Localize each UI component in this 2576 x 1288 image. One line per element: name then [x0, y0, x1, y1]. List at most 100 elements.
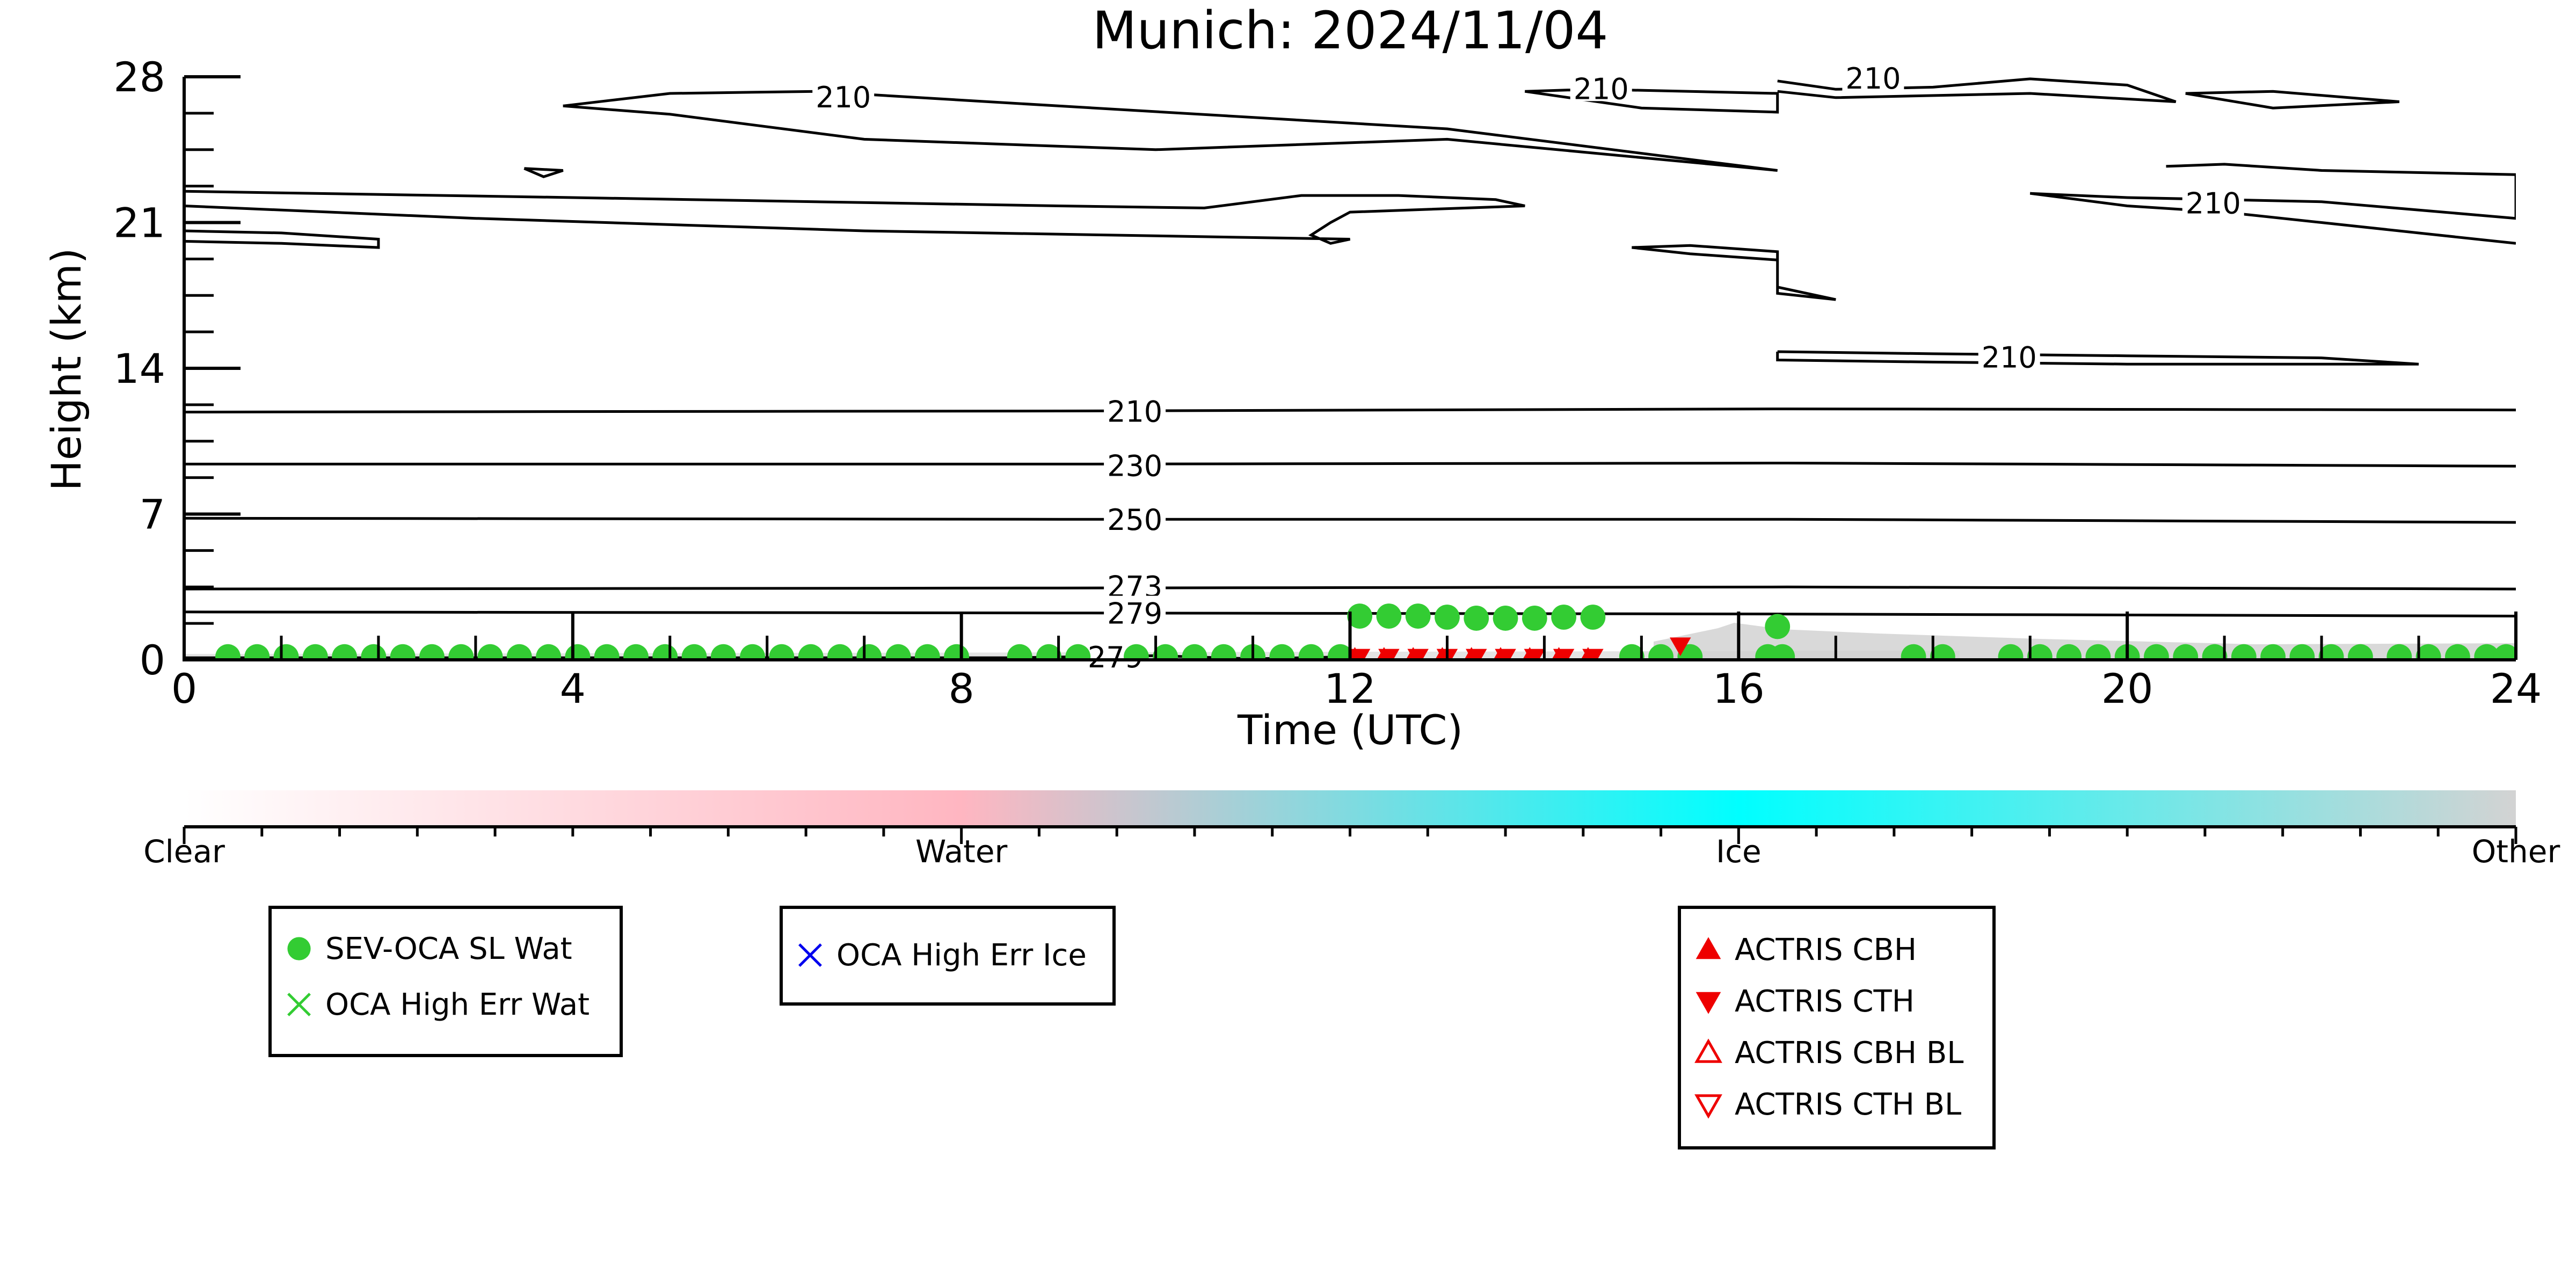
legend-item: ACTRIS CTH BL: [1694, 1087, 1961, 1122]
data-point: [1328, 644, 1353, 661]
contour-label: 210: [1574, 72, 1629, 106]
legend-item: OCA High Err Ice: [796, 938, 1087, 973]
legend-marker-icon: [287, 937, 311, 960]
legend-marker-shape: [1694, 1038, 1722, 1063]
y-tick-label: 21: [113, 199, 165, 247]
colorbar-label: Other: [2472, 833, 2560, 870]
data-point: [1378, 649, 1400, 661]
data-point: [885, 644, 911, 661]
data-point: [1551, 605, 1577, 630]
contour-label-bg: [1978, 339, 2040, 370]
data-point: [1182, 644, 1207, 661]
y-tick-label: 7: [140, 491, 165, 539]
data-point: [419, 644, 445, 661]
contour-line: [563, 90, 1778, 172]
legend-marker-icon: [1694, 1094, 1722, 1119]
data-point: [2289, 644, 2315, 661]
data-point: [1153, 644, 1178, 661]
colorbar-label: Ice: [1716, 833, 1762, 870]
contour-label: 210: [2186, 187, 2241, 221]
data-point: [1770, 644, 1795, 661]
data-point: [827, 644, 853, 661]
data-point: [1269, 644, 1295, 661]
contour-label-bg: [1104, 569, 1166, 599]
data-point: [681, 644, 707, 661]
data-point: [1349, 649, 1371, 661]
data-point: [2348, 644, 2373, 661]
data-point: [740, 644, 765, 661]
x-tick-label: 12: [1324, 665, 1376, 712]
data-point: [1619, 644, 1644, 661]
contour-label: 230: [1107, 449, 1162, 483]
contour-line: [184, 190, 1525, 245]
contour-label-bg: [812, 79, 875, 110]
contour-label-bg: [1104, 502, 1166, 533]
contour-label: 210: [816, 81, 871, 114]
data-point: [1524, 649, 1546, 661]
data-point: [2085, 644, 2111, 661]
data-point: [2445, 644, 2470, 661]
contour-line: [1776, 350, 2419, 366]
data-point: [914, 644, 940, 661]
data-point: [302, 644, 328, 661]
legend-marker-shape: [1695, 992, 1721, 1014]
data-point: [2493, 644, 2516, 661]
data-point: [1670, 637, 1691, 656]
legend-marker-icon: [1695, 937, 1721, 959]
contour-label-bg: [1104, 595, 1166, 626]
legend-marker-shape: [287, 937, 311, 960]
legend-label: ACTRIS CTH: [1735, 984, 1915, 1019]
data-point: [1065, 644, 1091, 661]
legend-label: OCA High Err Wat: [325, 987, 590, 1022]
legend-marker-shape: [287, 993, 311, 1016]
data-point: [2318, 644, 2344, 661]
data-point: [1036, 644, 1061, 661]
data-point: [1495, 649, 1516, 661]
data-point: [1007, 644, 1032, 661]
contour-line: [184, 407, 2516, 413]
data-point: [2474, 644, 2500, 661]
contour-label-bg: [1570, 71, 1632, 101]
contour-line: [184, 229, 380, 249]
legend-label: ACTRIS CBH: [1735, 932, 1917, 967]
legend-marker-shape: [1695, 937, 1721, 959]
legend-item: ACTRIS CBH BL: [1694, 1036, 1963, 1071]
legend-box: OCA High Err Ice: [780, 906, 1116, 1006]
contour-label: 210: [1845, 62, 1901, 96]
data-point: [332, 644, 357, 661]
contour-label-bg: [1104, 448, 1166, 478]
contour-line: [2185, 90, 2400, 110]
contour-line: [184, 461, 2516, 468]
data-point: [1435, 605, 1460, 630]
legend-label: SEV-OCA SL Wat: [325, 931, 572, 966]
colorbar-label: Clear: [143, 833, 225, 870]
data-markers: [215, 603, 2516, 661]
data-point: [1298, 644, 1324, 661]
data-point: [361, 644, 387, 661]
data-point: [1553, 649, 1575, 661]
legend-marker-shape: [798, 943, 822, 967]
legend-marker-icon: [798, 943, 822, 967]
data-point: [1347, 603, 1372, 629]
data-point: [2202, 644, 2228, 661]
data-point: [1901, 644, 1926, 661]
legend-marker-shape: [1694, 1094, 1722, 1119]
x-tick-label: 0: [171, 665, 197, 712]
contour-label-bg: [1104, 394, 1166, 424]
data-point: [2386, 644, 2412, 661]
contour-label: 250: [1107, 503, 1162, 537]
contour-line: [184, 585, 2516, 591]
data-point: [536, 644, 561, 661]
data-point: [1582, 649, 1604, 661]
y-tick-label: 0: [140, 636, 165, 684]
data-point: [2056, 644, 2082, 661]
legend-item: SEV-OCA SL Wat: [285, 931, 572, 966]
legend-item: ACTRIS CTH: [1694, 984, 1915, 1019]
x-tick-label: 8: [948, 665, 974, 712]
data-point: [390, 644, 416, 661]
contour-label: 279: [1107, 597, 1162, 631]
legend-item: OCA High Err Wat: [285, 987, 590, 1022]
